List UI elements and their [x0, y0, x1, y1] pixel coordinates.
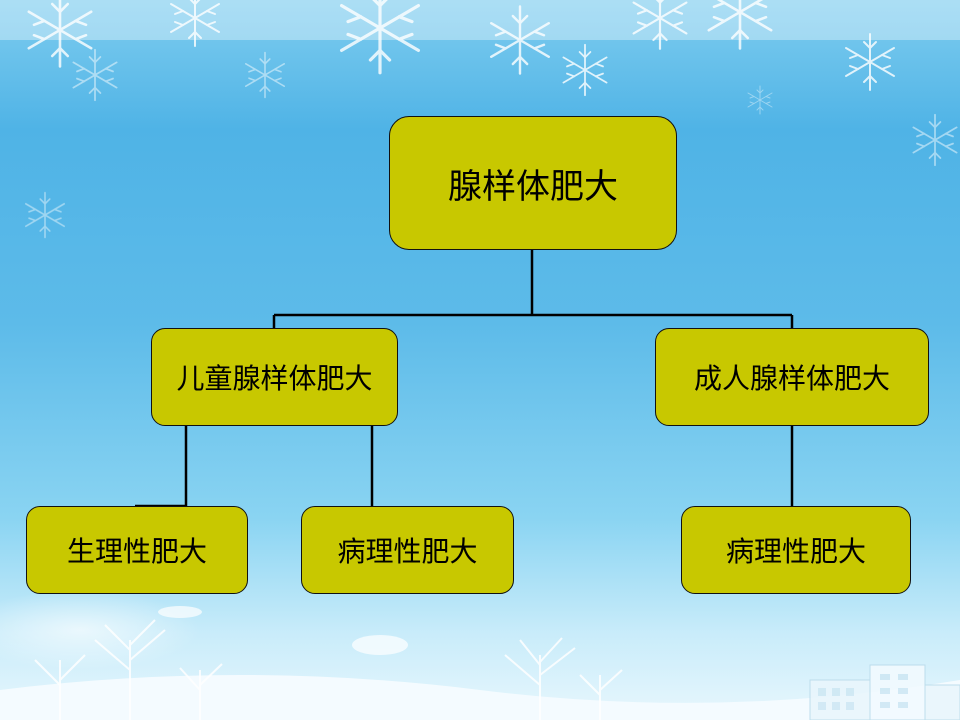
node-child-adenoid: 儿童腺样体肥大: [151, 328, 398, 426]
node-child-adenoid-label: 儿童腺样体肥大: [176, 362, 373, 395]
node-root-label: 腺样体肥大: [448, 166, 618, 207]
node-adult-adenoid: 成人腺样体肥大: [655, 328, 929, 426]
node-physiological: 生理性肥大: [26, 506, 248, 594]
tree-icon-right: [504, 637, 623, 720]
tree-icon-left: [34, 619, 223, 720]
node-physiological-label: 生理性肥大: [66, 535, 207, 568]
node-root: 腺样体肥大: [389, 116, 677, 250]
node-pathological-adult: 病理性肥大: [681, 506, 911, 594]
node-pathological-child-label: 病理性肥大: [337, 535, 478, 568]
building-icon: [809, 664, 960, 720]
node-pathological-adult-label: 病理性肥大: [725, 535, 866, 568]
node-pathological-child: 病理性肥大: [301, 506, 514, 594]
node-adult-adenoid-label: 成人腺样体肥大: [693, 362, 890, 395]
